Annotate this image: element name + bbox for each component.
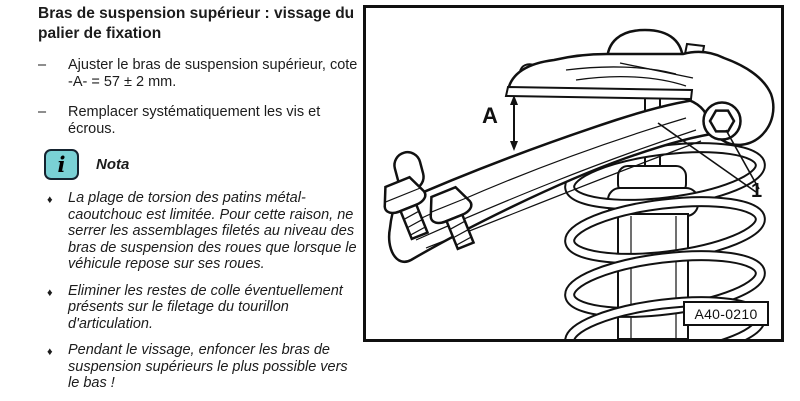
dash-bullet: – <box>38 104 47 120</box>
nota-header: i Nota <box>44 149 366 180</box>
strut-body <box>617 213 689 339</box>
instruction-step: – Remplacer systématiquement les vis et … <box>38 104 366 138</box>
callout-leader-lines <box>657 122 760 193</box>
figure-code: A40-0210 <box>683 301 769 326</box>
note-text: La plage de torsion des patins métal-cao… <box>68 190 357 272</box>
note-text: Eliminer les restes de colle éventuellem… <box>68 282 343 332</box>
diamond-bullet: ♦ <box>47 286 53 299</box>
step-text: Remplacer systématiquement les vis et éc… <box>68 104 321 137</box>
ball-joint-boot <box>383 175 430 241</box>
dash-bullet: – <box>38 57 47 73</box>
hex-bolt-icon <box>708 109 736 133</box>
bracket-flange <box>504 85 694 101</box>
dimension-label-a: A <box>482 103 498 128</box>
suspension-diagram <box>383 28 775 339</box>
note-item: ♦ Pendant le vissage, enfoncer les bras … <box>38 342 366 392</box>
callout-label-1: 1 <box>751 180 763 202</box>
dimension-arrow <box>510 95 518 151</box>
nota-label: Nota <box>96 156 130 173</box>
diamond-bullet: ♦ <box>47 194 53 206</box>
info-icon: i <box>44 149 79 180</box>
step-text: Ajuster le bras de suspension supérieur,… <box>68 57 358 90</box>
instruction-column: Bras de suspension supérieur : vissage d… <box>38 2 366 392</box>
upper-control-arm <box>387 96 726 263</box>
figure-frame: A 1 A40-0210 <box>363 5 784 342</box>
instruction-step: – Ajuster le bras de suspension supérieu… <box>38 57 366 91</box>
coil-spring <box>564 142 766 339</box>
note-item: ♦ Eliminer les restes de colle éventuell… <box>38 283 366 333</box>
note-text: Pendant le vissage, enfoncer les bras de… <box>68 342 348 391</box>
section-heading: Bras de suspension supérieur : vissage d… <box>38 5 355 42</box>
ball-joint-boot <box>429 185 476 251</box>
note-item: ♦ La plage de torsion des patins métal-c… <box>38 190 366 273</box>
diamond-bullet: ♦ <box>47 346 53 358</box>
